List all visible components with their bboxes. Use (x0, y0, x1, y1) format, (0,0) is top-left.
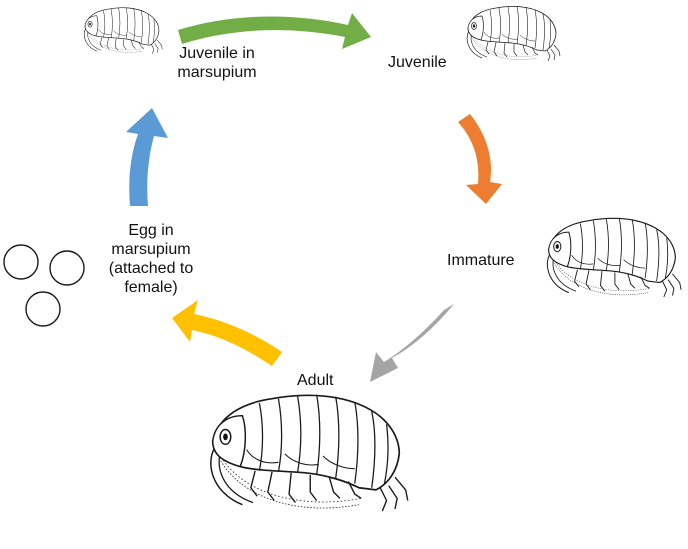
stage-label-immature: Immature (447, 252, 515, 269)
stage-label-juvenile-in-marsupium: Juvenile in marsupium (177, 45, 257, 81)
egg-circle (3, 244, 39, 280)
arrow-juvenile-in-marsupium-to-juvenile (178, 13, 371, 49)
stage-label-egg-in-marsupium: Egg in marsupium (attached to female) (108, 222, 194, 296)
stage-label-juvenile: Juvenile (388, 54, 447, 71)
juvenile-amphipod-drawing (466, 5, 561, 62)
egg-circle (49, 250, 85, 286)
arrow-egg-to-juvenile-in-marsupium (126, 108, 168, 206)
stage-label-adult: Adult (297, 372, 334, 389)
egg-circle (25, 291, 61, 327)
arrow-adult-to-egg (172, 300, 282, 366)
juvenile-in-marsupium-amphipod-drawing (83, 7, 163, 54)
adult-amphipod-drawing (209, 393, 409, 512)
immature-amphipod-drawing (546, 217, 682, 298)
arrow-juvenile-to-immature (458, 114, 502, 204)
arrow-immature-to-adult (370, 304, 454, 382)
